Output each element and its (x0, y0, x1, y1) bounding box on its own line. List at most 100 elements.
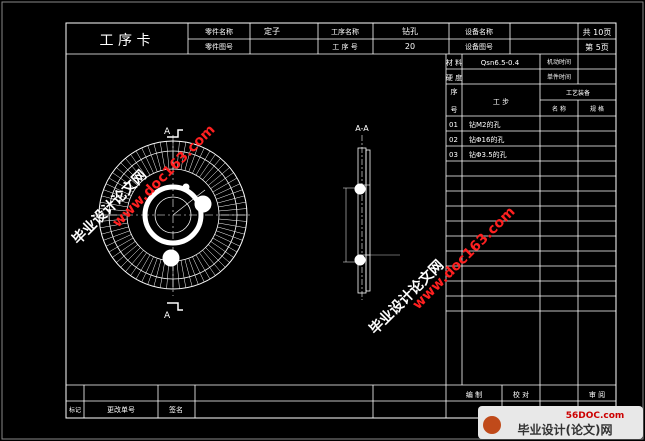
hardness-label: 硬 度 (446, 73, 462, 82)
process-name-label: 工序名称 (331, 27, 359, 36)
stator-slot-line (188, 258, 199, 285)
stator-slot-line (100, 222, 128, 229)
stator-slot-line (202, 158, 221, 180)
step-label: 工 步 (493, 98, 509, 106)
stator-slot-line (105, 234, 132, 247)
stator-slot-line (188, 145, 199, 172)
stator-slot-line (218, 218, 247, 222)
page-no: 第 5页 (585, 42, 609, 52)
stator-slot-line (180, 260, 187, 288)
stator-slot-line (176, 260, 180, 289)
stator-slot-line (147, 145, 158, 172)
stator-slot-line (116, 167, 138, 186)
section-view (343, 135, 400, 300)
stator-slot-line (208, 244, 230, 263)
stator-slot-line (101, 195, 129, 204)
stator-slot-line (101, 226, 129, 235)
part-name-label: 零件名称 (205, 27, 233, 36)
section-mark-bottom: A (164, 311, 171, 321)
stator-slot-line (195, 254, 211, 280)
stator-slot-line (130, 154, 147, 178)
process-name: 钻孔 (402, 26, 418, 36)
stator-slot-line (199, 154, 216, 178)
section-mark-top: A (164, 127, 171, 137)
stator-slot-line (216, 189, 243, 200)
material-label: 材 料 (446, 58, 462, 67)
stator-slot-line (125, 158, 144, 180)
footer-grid (66, 384, 616, 418)
stator-slot-line (192, 256, 205, 283)
stator-slot-line (184, 143, 193, 171)
mark-label: 标记 (69, 406, 81, 414)
stator-slot-line (210, 241, 234, 258)
stator-front-view (93, 129, 253, 311)
right-panel-grid (445, 54, 616, 385)
stator-slot-line (108, 177, 134, 193)
stator-slot-line (202, 250, 221, 272)
stator-slot-line (125, 250, 144, 272)
sign-label: 签名 (169, 405, 183, 414)
stator-slot-line (120, 247, 141, 268)
stator-slot-line (103, 230, 130, 241)
stator-slot-line (130, 252, 147, 276)
stator-slot-line (216, 230, 243, 241)
equipment-no-label: 设备图号 (465, 42, 493, 51)
stator-slot-line (214, 183, 241, 196)
stator-slot-line (112, 172, 136, 189)
check-label: 校 对 (513, 390, 529, 399)
stator-slot-line (176, 141, 180, 170)
stator-slot-line (141, 147, 154, 174)
stator-slot-line (217, 226, 245, 235)
stator-slot-line (135, 254, 151, 280)
stator-slot-line (212, 177, 238, 193)
badge-title: 毕业设计(论文)网 (518, 422, 613, 437)
watermark-2: 毕业设计论文网 www.doc163.com (366, 204, 519, 338)
stator-slot-line (210, 172, 234, 189)
stator-slot-line (153, 143, 162, 171)
stator-slot-line (212, 237, 238, 253)
material-value: Qsn6.5-0.4 (481, 59, 520, 67)
review-label: 审 阅 (589, 390, 605, 399)
step-no: 03 (449, 151, 458, 159)
card-title: 工 序 卡 (100, 33, 151, 49)
drawing-no-label: 零件图号 (205, 42, 233, 51)
step-text: 钻Φ3.5的孔 (469, 150, 507, 159)
stator-slot-line (184, 259, 193, 287)
stator-slot-line (103, 189, 130, 200)
watermark-url: www.doc163.com (410, 204, 519, 313)
equipment-name-label: 设备名称 (465, 27, 493, 36)
compile-label: 编 制 (466, 390, 482, 399)
process-no: 20 (405, 42, 415, 51)
step-text: 钻Φ16的孔 (469, 135, 504, 144)
stator-slot-line (166, 141, 170, 170)
stator-slot-line (105, 183, 132, 196)
stator-slot-line (205, 162, 226, 183)
stator-slot-line (199, 252, 216, 276)
stator-slot-line (217, 195, 245, 204)
stator-slot-line (135, 150, 151, 176)
unit-time-label: 单件时间 (547, 73, 571, 81)
step-no: 02 (449, 136, 458, 144)
header-grid (66, 23, 616, 55)
setup-time-label: 机动时间 (547, 58, 571, 66)
spec-label: 规 格 (590, 105, 604, 113)
change-doc-label: 更改单号 (107, 405, 135, 414)
stator-slot-line (214, 234, 241, 247)
section-label: A-A (355, 124, 369, 133)
part-name: 定子 (264, 26, 280, 36)
equipment-label: 工艺装备 (566, 89, 590, 97)
stator-slot-line (218, 208, 247, 212)
stator-slot-line (120, 162, 141, 183)
stator-slot-line (159, 260, 166, 288)
step-text: 钻M2的孔 (469, 120, 501, 129)
step-no: 01 (449, 121, 458, 129)
seq-label-2: 号 (451, 106, 458, 114)
stator-slot-line (100, 201, 128, 208)
stator-slot-line (112, 241, 136, 258)
badge-label: 56DOC.com (566, 411, 625, 421)
stator-slot-line (208, 167, 230, 186)
total-pages: 共 10页 (583, 28, 612, 37)
name-label: 名 称 (552, 105, 566, 113)
